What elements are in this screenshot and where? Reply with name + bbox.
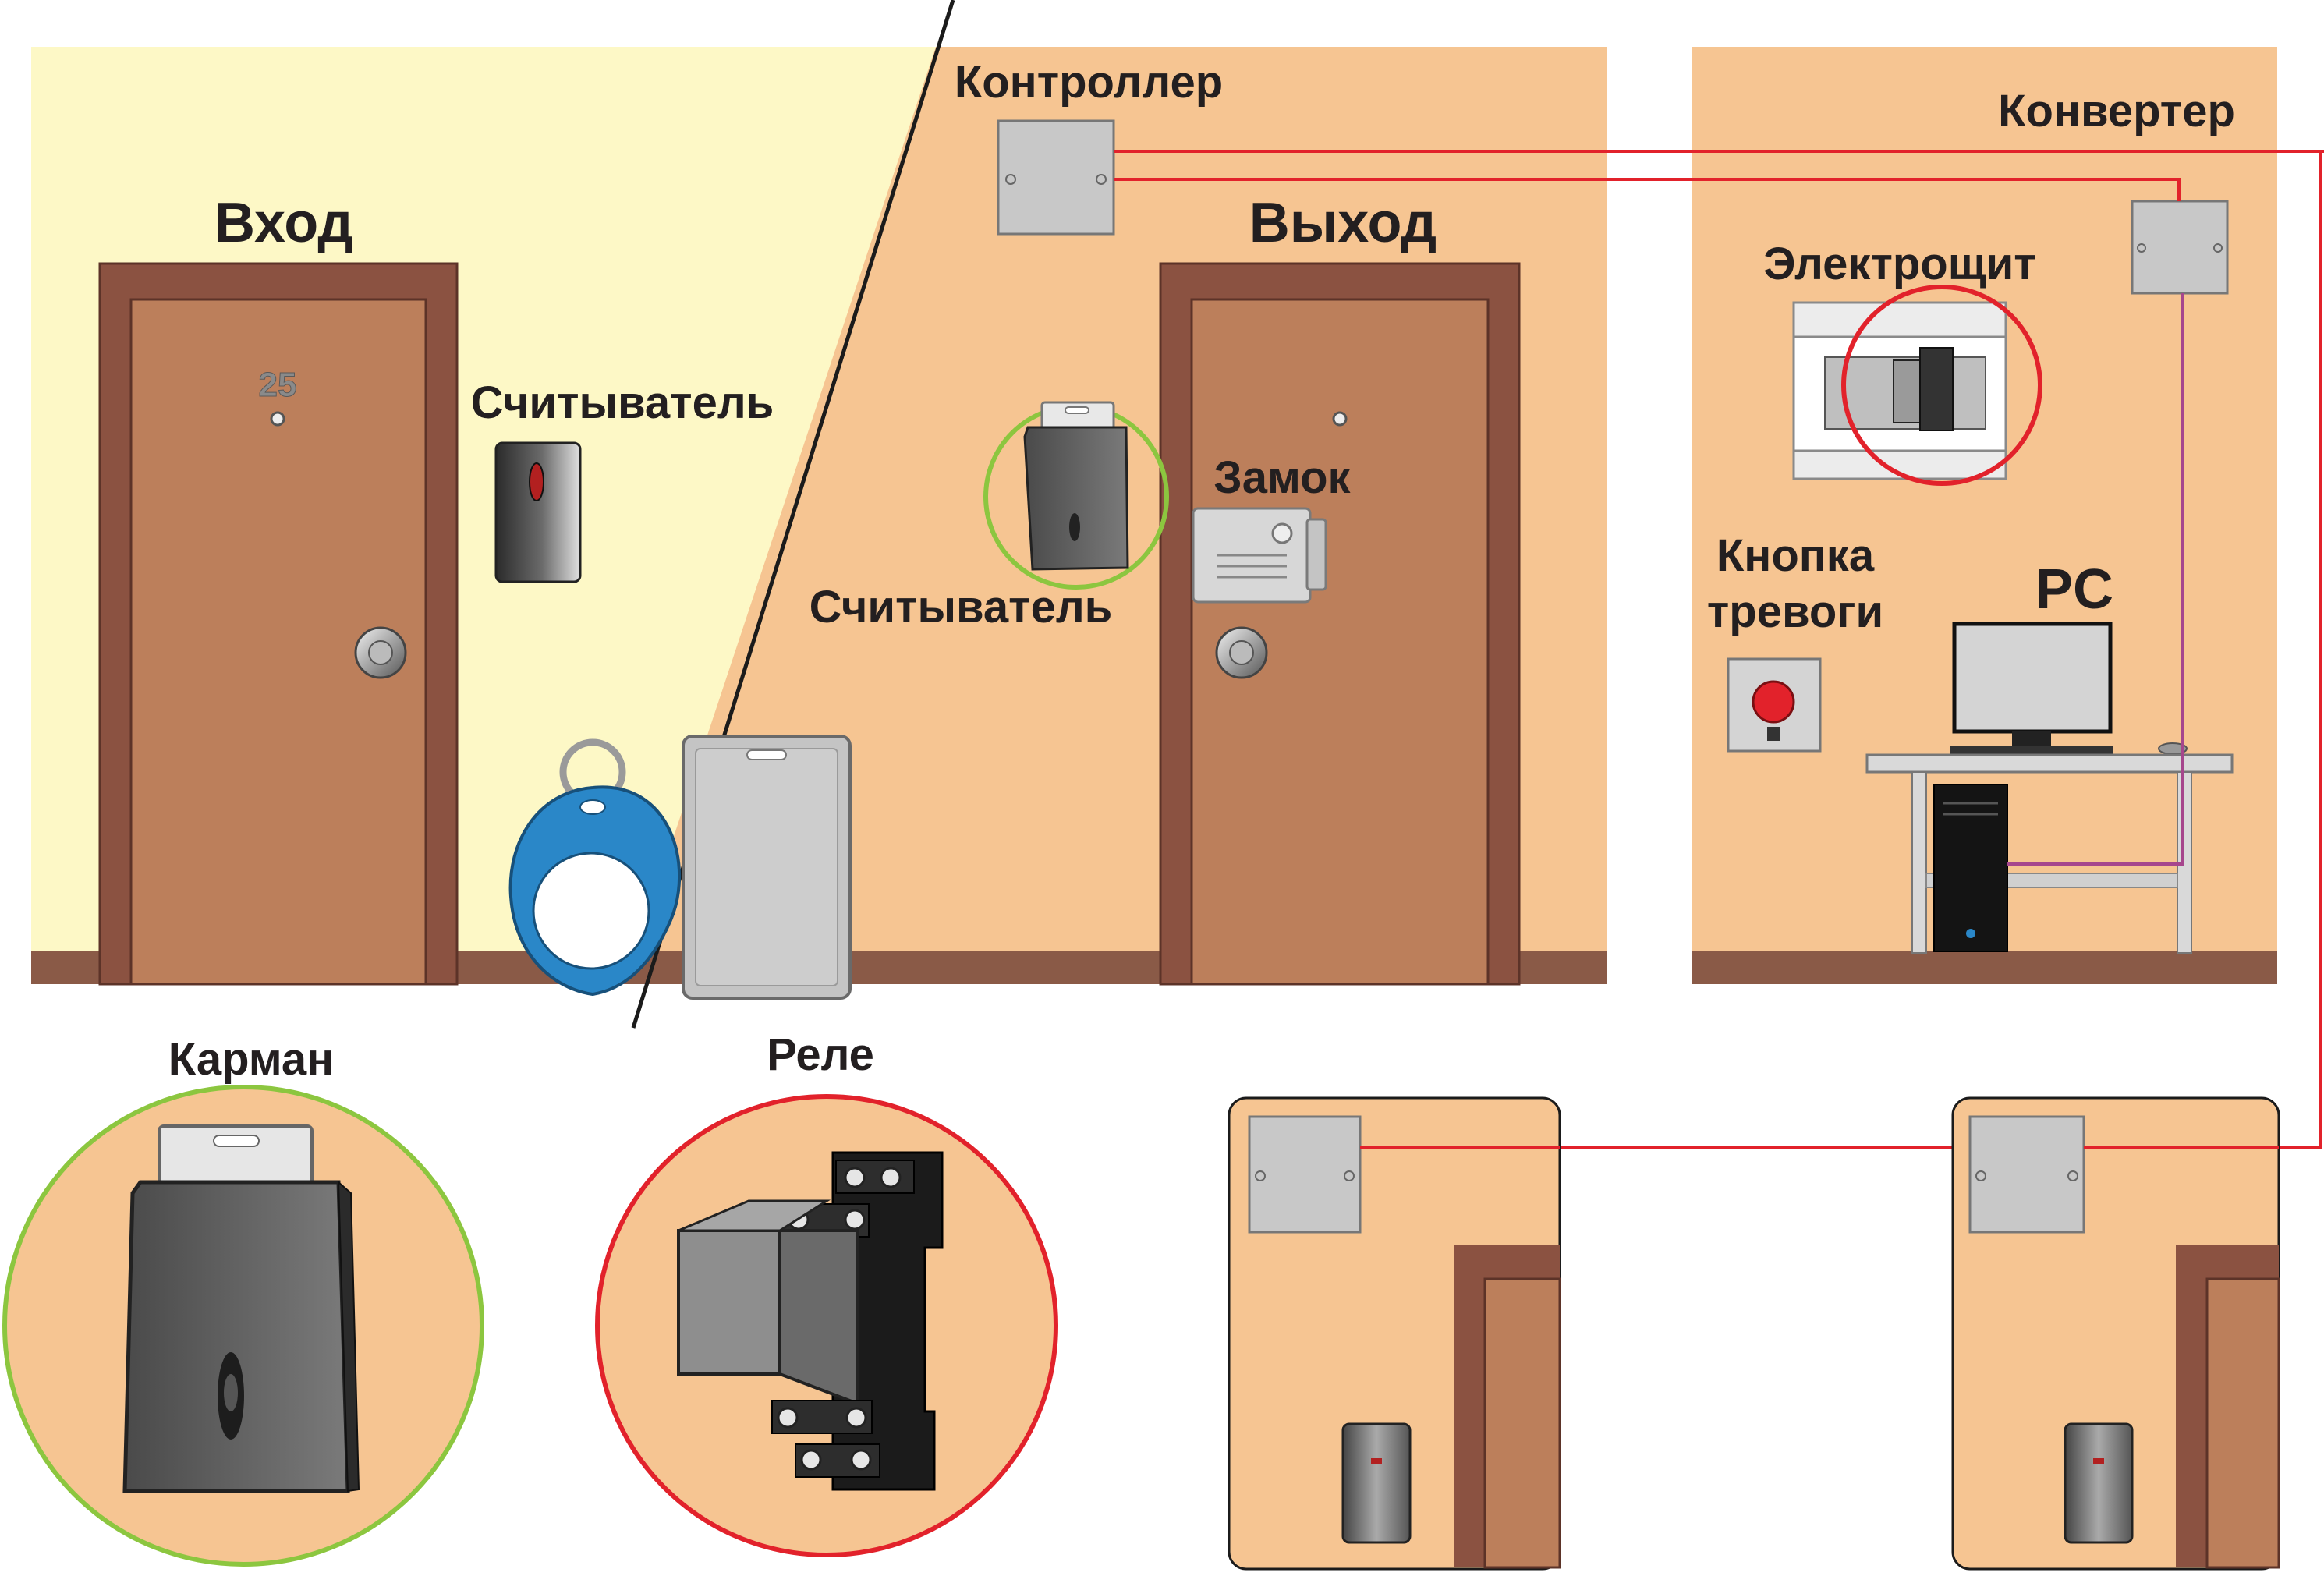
- alarm-red-button: [1752, 680, 1795, 724]
- keyboard: [1950, 746, 2113, 755]
- screw: [800, 1449, 822, 1471]
- screw: [1344, 1170, 1355, 1181]
- detail-pocket-body: [122, 1180, 350, 1493]
- reader-led: [529, 462, 544, 501]
- fob-hole: [532, 852, 650, 970]
- screw: [845, 1407, 867, 1429]
- card-inner: [695, 748, 838, 986]
- entrance-door: 25: [98, 262, 459, 986]
- node-door-leaf: [2205, 1277, 2280, 1569]
- controller-label: Контроллер: [955, 57, 1223, 108]
- door-number: 25: [259, 366, 297, 404]
- node-controller: [1968, 1115, 2085, 1234]
- node-reader-led: [2093, 1458, 2104, 1464]
- relay-coil-front: [677, 1229, 781, 1376]
- fob-slot: [579, 799, 606, 815]
- alarm-key: [1767, 727, 1780, 741]
- entrance-label: Вход: [214, 192, 353, 254]
- pocket-label: Карман: [168, 1034, 334, 1085]
- screw: [1005, 174, 1016, 185]
- screw: [880, 1167, 902, 1188]
- screw: [1096, 174, 1107, 185]
- node-reader: [2064, 1422, 2134, 1544]
- desk-leg: [1911, 771, 1927, 954]
- converter-box: [2131, 200, 2229, 295]
- alarm-label-line1: Кнопка: [1716, 530, 1875, 581]
- node-door-leaf: [1483, 1277, 1561, 1569]
- reader-left: [494, 441, 582, 583]
- screw: [777, 1407, 799, 1429]
- alarm-label-line2: тревоги: [1707, 586, 1883, 637]
- node-controller: [1248, 1115, 1362, 1234]
- screw: [1975, 1170, 1986, 1181]
- door-knob-center: [368, 640, 393, 665]
- electric-lock: [1192, 507, 1327, 604]
- screw: [2213, 243, 2223, 253]
- converter-label: Конвертер: [1998, 86, 2235, 136]
- node-reader: [1341, 1422, 1412, 1544]
- pc-power-led: [1966, 929, 1975, 938]
- screw: [2067, 1170, 2078, 1181]
- node-reader-led: [1371, 1458, 1382, 1464]
- exit-door: [1159, 262, 1521, 986]
- network-node-right: [1951, 1096, 2280, 1571]
- controller-box: [997, 119, 1115, 236]
- lock-label: Замок: [1213, 452, 1351, 503]
- card-pocket-reader: [983, 401, 1169, 590]
- converter-body: [2131, 200, 2229, 295]
- screw: [1255, 1170, 1266, 1181]
- detail-pocket-edge: [337, 1180, 360, 1493]
- reader-mid-label: Считыватель: [810, 582, 1113, 632]
- red-highlight: [1841, 285, 2042, 486]
- key-fob-icon: [508, 738, 682, 997]
- relay-detail: [595, 1094, 1058, 1557]
- network-node-left: [1228, 1096, 1561, 1571]
- pocket-detail: [2, 1085, 484, 1567]
- reader-body: [494, 441, 582, 583]
- pocket-card-slot: [1065, 406, 1089, 414]
- exit-label: Выход: [1249, 192, 1437, 254]
- computer-icon: [1865, 622, 2234, 954]
- pocket-led: [1069, 513, 1080, 541]
- door-knob-center: [1229, 640, 1254, 665]
- card-slot: [746, 749, 787, 760]
- lock-cylinder: [1271, 522, 1293, 544]
- relay-coil-top: [678, 1199, 831, 1232]
- monitor: [1952, 622, 2113, 734]
- floor-strip: [1692, 951, 2277, 984]
- pc-tower: [1933, 784, 2008, 952]
- screw: [850, 1449, 872, 1471]
- lock-side: [1305, 518, 1327, 591]
- controller-body: [997, 119, 1115, 236]
- reader-left-label: Считыватель: [471, 377, 774, 428]
- pocket-body: [1023, 426, 1129, 571]
- electric-panel: [1792, 285, 2042, 486]
- panel-label: Электрощит: [1763, 239, 2035, 289]
- relay-small-dark: [1919, 347, 1954, 431]
- desk-top: [1865, 753, 2234, 774]
- wire-converter-to-pc: [2007, 293, 2184, 866]
- screw: [844, 1209, 866, 1231]
- detail-card-slot: [213, 1135, 260, 1147]
- peephole: [270, 411, 285, 427]
- peephole: [1332, 411, 1348, 427]
- alarm-button-icon: [1727, 657, 1822, 753]
- wire-controller-to-converter: [1114, 178, 2181, 201]
- screw: [844, 1167, 866, 1188]
- access-card-icon: [682, 735, 852, 1000]
- monitor-stand: [2012, 731, 2051, 747]
- pc-label: PC: [2035, 558, 2113, 621]
- relay-label: Реле: [767, 1029, 874, 1080]
- relay-coil-side: [778, 1229, 859, 1406]
- screw: [2137, 243, 2146, 253]
- detail-pocket-led-shine: [224, 1374, 238, 1411]
